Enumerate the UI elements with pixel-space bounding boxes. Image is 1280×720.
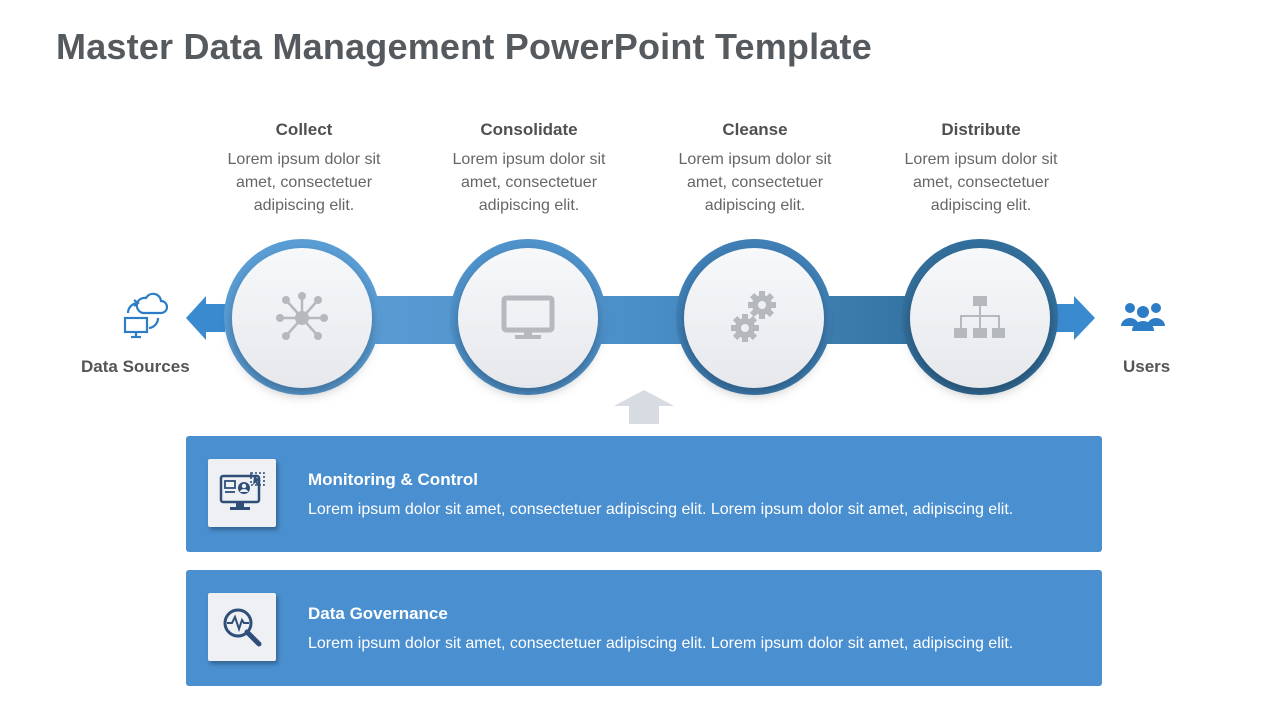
- data-governance-panel: Data Governance Lorem ipsum dolor sit am…: [186, 570, 1102, 686]
- users-label: Users: [1123, 357, 1171, 376]
- step-consolidate: Consolidate Lorem ipsum dolor sit amet, …: [434, 120, 624, 217]
- panel-title: Monitoring & Control: [308, 470, 478, 489]
- step-distribute: Distribute Lorem ipsum dolor sit amet, c…: [886, 120, 1076, 217]
- connector-band: [260, 296, 1020, 344]
- panel-title: Data Governance: [308, 604, 448, 623]
- step-title: Distribute: [941, 120, 1021, 139]
- data-sources-icon: [123, 292, 169, 339]
- right-arrow: [1055, 296, 1095, 340]
- page-title: Master Data Management PowerPoint Templa…: [56, 26, 872, 67]
- monitoring-tile: [208, 459, 276, 527]
- step-title: Cleanse: [722, 120, 788, 139]
- step-description: Lorem ipsum dolor sit amet, consectetuer…: [452, 151, 606, 214]
- step-description: Lorem ipsum dolor sit amet, consectetuer…: [678, 151, 832, 214]
- governance-tile: [208, 593, 276, 661]
- panel-description: Lorem ipsum dolor sit amet, consectetuer…: [308, 635, 1014, 652]
- gears-icon: [731, 291, 776, 342]
- left-arrow: [186, 296, 225, 340]
- users-icon: [1121, 303, 1165, 331]
- step-description: Lorem ipsum dolor sit amet, consectetuer…: [904, 151, 1058, 214]
- step-collect: Collect Lorem ipsum dolor sit amet, cons…: [209, 120, 399, 217]
- data-sources-label: Data Sources: [81, 357, 190, 376]
- process-flow: [123, 239, 1165, 424]
- step-title: Consolidate: [480, 120, 578, 139]
- monitor-icon: [501, 295, 555, 339]
- consolidate-node: [450, 239, 606, 395]
- step-cleanse: Cleanse Lorem ipsum dolor sit amet, cons…: [660, 120, 850, 217]
- cleanse-node: [676, 239, 832, 395]
- org-chart-icon: [954, 296, 1005, 338]
- up-arrow: [614, 390, 674, 424]
- monitoring-screen-icon: [219, 472, 265, 510]
- network-hub-icon: [276, 292, 328, 340]
- magnifier-pulse-icon: [223, 608, 262, 647]
- step-title: Collect: [275, 120, 333, 139]
- panel-description: Lorem ipsum dolor sit amet, consectetuer…: [308, 501, 1014, 518]
- step-description: Lorem ipsum dolor sit amet, consectetuer…: [227, 151, 381, 214]
- monitoring-control-panel: Monitoring & Control Lorem ipsum dolor s…: [186, 436, 1102, 552]
